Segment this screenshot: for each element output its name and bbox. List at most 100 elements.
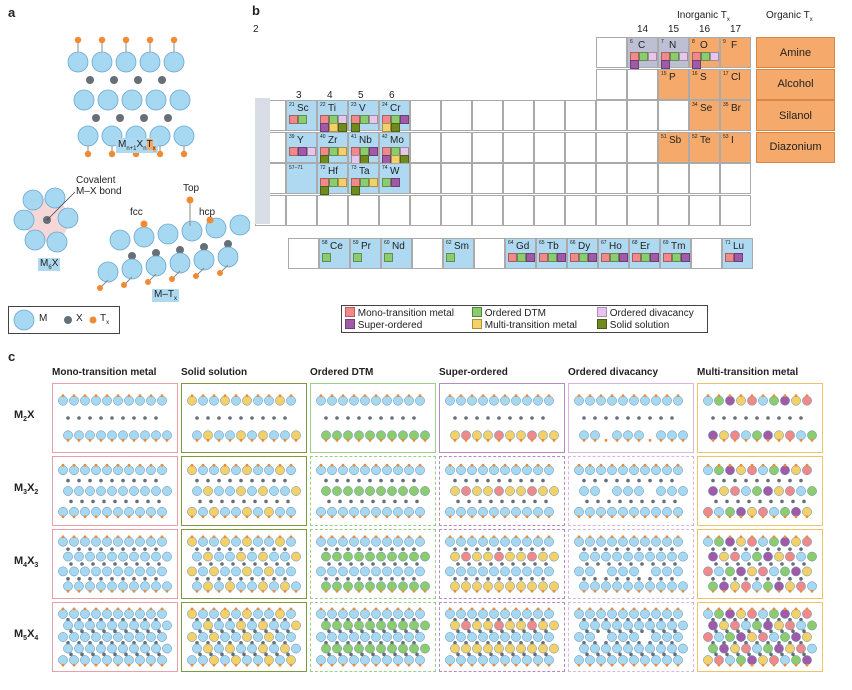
x-atom <box>335 617 339 622</box>
tx-atom <box>547 663 551 667</box>
metal-atom <box>500 536 510 547</box>
x-atom <box>140 114 148 122</box>
x-atom <box>264 562 268 566</box>
metal-atom <box>96 551 106 562</box>
x-atom <box>110 416 114 420</box>
tx-atom <box>676 663 680 667</box>
x-atom <box>134 76 142 84</box>
x-atom <box>154 617 158 622</box>
x-atom <box>401 577 405 581</box>
x-atom <box>780 499 784 504</box>
metal-atom <box>157 395 167 406</box>
metal-atom <box>349 506 359 517</box>
x-atom <box>497 478 501 483</box>
metal-atom <box>736 506 746 517</box>
tx-atom <box>739 663 743 667</box>
metal-atom <box>97 261 119 283</box>
x-atom <box>135 499 139 504</box>
metal-atom <box>585 536 595 547</box>
metal-atom <box>612 581 622 592</box>
metal-atom <box>725 566 735 577</box>
structure-super-m4 <box>439 529 565 599</box>
metal-atom <box>612 430 622 441</box>
x-atom <box>135 629 139 634</box>
x-atom <box>154 547 158 551</box>
metal-atom <box>129 581 139 592</box>
empty-cell <box>317 194 348 226</box>
x-atom <box>766 577 770 581</box>
x-atom <box>217 617 221 622</box>
metal-atom <box>382 655 392 665</box>
metal-atom <box>752 551 762 562</box>
metal-atom <box>118 581 128 592</box>
atomic-number: 23 <box>351 102 357 108</box>
metal-atom <box>169 89 191 111</box>
x-atom <box>593 478 597 483</box>
metal-atom <box>242 655 252 665</box>
metal-atom <box>461 581 471 592</box>
tx-atom <box>632 663 636 667</box>
x-atom <box>464 640 468 645</box>
pink-marker <box>307 146 316 156</box>
tx-atom <box>744 589 748 593</box>
metal-atom <box>796 643 806 654</box>
element-symbol: Nb <box>359 134 372 146</box>
x-atom <box>379 617 383 622</box>
metal-atom <box>725 395 735 406</box>
empty-cell <box>627 68 658 100</box>
metal-atom <box>538 486 548 496</box>
metal-atom <box>280 581 290 592</box>
row-label: M3X2 <box>14 482 39 497</box>
structure-super-m2 <box>439 383 565 453</box>
x-atom <box>744 617 748 622</box>
tx-atom <box>470 607 474 611</box>
metal-atom <box>404 632 414 642</box>
x-atom <box>206 547 210 551</box>
structure-dtm-m4 <box>310 529 436 599</box>
element-symbol: C <box>638 40 646 51</box>
tx-atom <box>448 607 452 611</box>
x-atom <box>670 617 674 622</box>
mono-swatch-icon <box>345 307 355 317</box>
x-atom <box>456 652 460 657</box>
metal-atom <box>198 536 208 547</box>
tx-atom <box>536 663 540 667</box>
x-atom <box>604 416 608 420</box>
x-atom <box>335 547 339 551</box>
tx-atom <box>514 663 518 667</box>
metal-atom <box>124 632 134 642</box>
tx-atom <box>588 463 592 467</box>
metal-atom <box>590 551 600 562</box>
metal-atom <box>516 430 526 441</box>
tx-atom <box>61 607 65 611</box>
x-atom <box>670 547 674 551</box>
metal-atom <box>472 430 482 441</box>
legend-x: X <box>76 313 83 324</box>
tx-atom <box>541 589 545 593</box>
metal-atom <box>489 566 499 577</box>
metal-atom <box>343 643 353 654</box>
x-atom <box>755 577 759 581</box>
x-atom <box>604 640 608 645</box>
metal-atom <box>321 430 331 441</box>
x-atom <box>102 562 106 566</box>
metal-atom <box>74 581 84 592</box>
metal-atom <box>714 465 724 476</box>
metal-atom <box>58 465 68 476</box>
metal-atom <box>483 430 493 441</box>
tx-atom <box>160 515 164 519</box>
tx-atom <box>503 463 507 467</box>
metal-atom <box>209 536 219 547</box>
x-atom <box>360 562 364 566</box>
tx-atom <box>588 515 592 519</box>
organic-tx-title: Organic Tx <box>766 10 813 23</box>
tx-atom <box>503 394 507 398</box>
tx-atom <box>755 589 759 593</box>
metal-atom <box>741 620 751 631</box>
x-atom <box>393 499 397 504</box>
x-atom <box>231 562 235 566</box>
tx-atom <box>234 535 238 539</box>
